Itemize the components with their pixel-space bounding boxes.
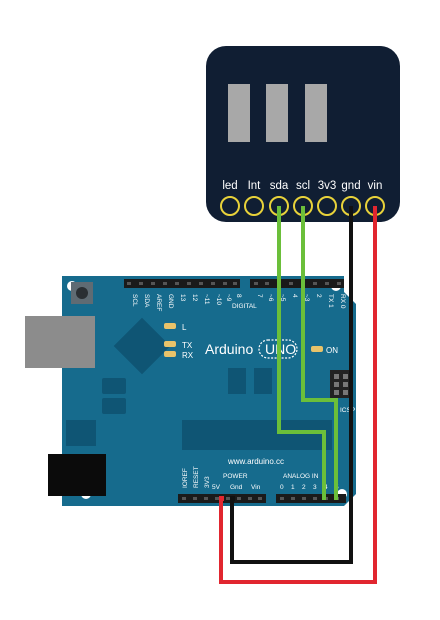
led-label-rx: RX: [182, 351, 194, 360]
digital-pin-labels: SCL SDA AREF GND 13 12 ~11 ~10 ~9 8 7 ~6…: [131, 294, 346, 311]
digital-label: DIGITAL: [232, 303, 257, 310]
pin-label-13: 13: [179, 294, 186, 302]
microcontroller: [182, 420, 332, 450]
wires: [219, 206, 377, 584]
pin-label-7: 7: [256, 294, 263, 298]
wire-gnd-black: [230, 206, 353, 564]
sensor-window-3: [305, 84, 327, 142]
pin-label-5: ~5: [279, 294, 286, 302]
pin-label-int: Int: [248, 180, 262, 192]
pin-pad-led: [220, 196, 240, 216]
led-label-on: ON: [326, 346, 338, 355]
sensor-window-1: [228, 84, 250, 142]
pin-label-sda: sda: [270, 180, 289, 192]
pin-label-aref: AREF: [155, 294, 162, 311]
pin-label-led: led: [222, 180, 237, 192]
pin-label-2: 2: [315, 294, 322, 298]
sensor-board: [206, 46, 400, 222]
pin-marker: [230, 496, 235, 501]
pin-label-vin: vin: [368, 180, 383, 192]
pin-label-ioref: IOREF: [182, 468, 189, 488]
pin-label-scl: SCL: [131, 294, 138, 307]
pin-label-tx: TX 1: [327, 294, 334, 308]
pin-pad-int: [244, 196, 264, 216]
sensor-window-2: [266, 84, 288, 142]
pin-label-a2: 2: [302, 484, 306, 491]
site-label: www.arduino.cc: [227, 457, 284, 466]
pin-label-reset: RESET: [193, 466, 200, 488]
brand-label: Arduino: [205, 341, 253, 357]
pin-label-8: 8: [235, 294, 242, 298]
analog-label: ANALOG IN: [283, 473, 319, 480]
pin-pad-3v3: [317, 196, 337, 216]
power-jack: [48, 454, 106, 496]
pin-label-4: 4: [291, 294, 298, 298]
pin-label-gnd: GND: [167, 294, 174, 309]
usb-connector: [25, 316, 95, 368]
pin-label-3: ~3: [303, 294, 310, 302]
sensor-breakout: led Int sda scl 3v3 gnd vin: [206, 46, 400, 222]
pin-label-scl: scl: [296, 180, 310, 192]
ic-socket: [228, 368, 246, 394]
pin-label-sda: SDA: [143, 294, 150, 308]
ic-socket: [254, 368, 272, 394]
led-label-l: L: [182, 323, 187, 332]
onboard-leds: L TX RX ON: [164, 323, 338, 360]
power-header: [178, 494, 346, 503]
led-label-tx: TX: [182, 341, 193, 350]
pin-label-a3: 3: [313, 484, 317, 491]
icsp-header: [330, 370, 352, 398]
pin-label-gnd-bottom: Gnd: [230, 484, 243, 491]
capacitor: [102, 378, 126, 394]
capacitor: [102, 398, 126, 414]
pin-label-rx: RX 0: [339, 294, 346, 309]
pin-label-12: 12: [191, 294, 198, 302]
reset-button-cap: [76, 287, 88, 299]
pin-label-9: ~9: [225, 294, 232, 302]
wire-vin-red: [219, 206, 377, 584]
pin-label-10: ~10: [215, 294, 222, 305]
icsp-label: ICSP: [340, 407, 355, 414]
wire-scl-green: [301, 206, 338, 500]
pin-label-6: ~6: [267, 294, 274, 302]
pin-label-a1: 1: [291, 484, 295, 491]
pin-label-3v3: 3v3: [318, 180, 337, 192]
arduino-board: ICSP SCL SDA AREF GND 13 12: [25, 276, 356, 506]
wire-sda-green: [277, 206, 326, 500]
regulator: [66, 420, 96, 446]
uno-badge: [258, 339, 298, 359]
power-label: POWER: [223, 473, 248, 480]
pin-label-vin-bottom: Vin: [251, 484, 261, 491]
pin-label-11: ~11: [203, 294, 210, 305]
pin-marker: [219, 496, 224, 501]
digital-header: [124, 279, 344, 288]
pin-label-a0: 0: [280, 484, 284, 491]
pin-label-gnd: gnd: [341, 180, 360, 192]
pin-label-5v: 5V: [212, 484, 221, 491]
pin-label-3v3: 3V3: [204, 476, 211, 488]
